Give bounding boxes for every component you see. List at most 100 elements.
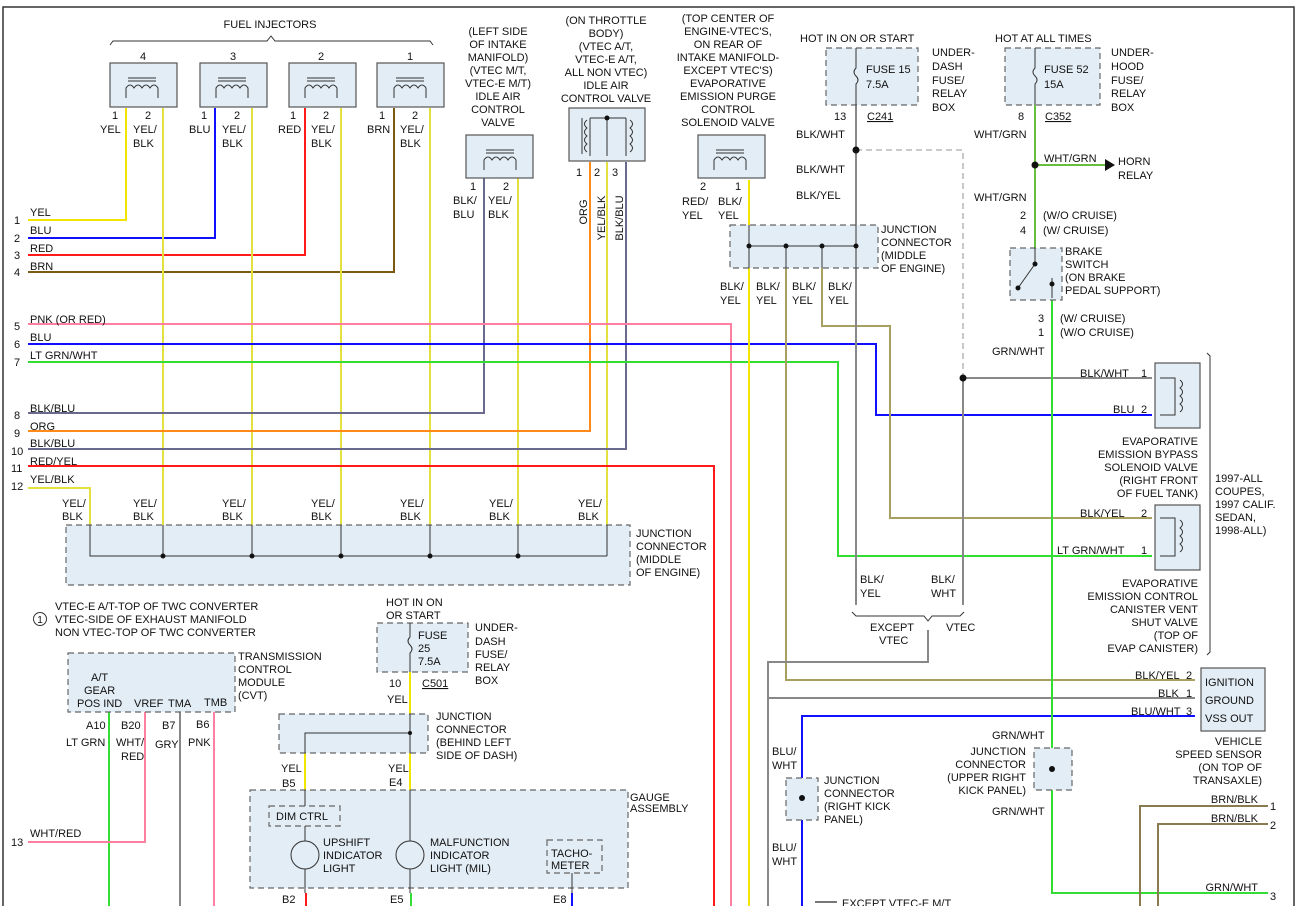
wire-8-blkblu xyxy=(28,178,485,414)
evap-purge-solenoid: (TOP CENTER OF ENGINE-VTEC'S, ON REAR OF… xyxy=(677,13,780,222)
pin-label: E8 xyxy=(553,894,566,906)
desc: (ON TOP OF xyxy=(1198,762,1262,774)
desc: PANEL) xyxy=(824,814,863,826)
desc: MALFUNCTION xyxy=(430,837,510,849)
terminal-label: TMA xyxy=(168,698,192,710)
wire-color-label: GRY xyxy=(155,739,179,751)
desc: EMISSION BYPASS xyxy=(1098,449,1198,461)
desc: FUSE/ xyxy=(475,649,508,661)
pin-label: B20 xyxy=(121,720,141,732)
wire-color-label: BLK xyxy=(489,511,510,523)
wire-number: 13 xyxy=(11,837,23,849)
wire-color-label: BLK/WHT xyxy=(796,129,845,141)
desc: VEHICLE xyxy=(1215,736,1262,748)
wire-color-label: LT GRN/WHT xyxy=(1057,545,1125,557)
desc: BOX xyxy=(932,102,956,114)
desc: SIDE OF DASH) xyxy=(436,750,517,762)
wire-color-label: YEL/ xyxy=(488,195,513,207)
injector-number: 2 xyxy=(318,51,324,63)
wire-name: WHT/RED xyxy=(30,828,81,840)
wire-color-label: RED/ xyxy=(682,196,709,208)
pin-label: 1 xyxy=(379,110,385,122)
desc: TACHO- xyxy=(551,848,593,860)
pin-label: B5 xyxy=(282,778,295,790)
coil-icon xyxy=(215,77,249,98)
wire-color-label: BLU/ xyxy=(772,746,797,758)
pin-label: 1 xyxy=(1141,368,1147,380)
wire-color-label: BLK xyxy=(311,138,332,150)
power-source-label: HOT AT ALL TIMES xyxy=(995,33,1092,45)
pin-label: 1 xyxy=(1270,801,1276,813)
desc: VALVE xyxy=(481,117,515,129)
desc: MODULE xyxy=(238,677,285,689)
pin-label: E4 xyxy=(389,777,402,789)
wire-name: BLU xyxy=(30,225,51,237)
wire-color-label: BLU xyxy=(1113,404,1134,416)
wire-6-blu xyxy=(28,343,1152,416)
pin-label: 4 xyxy=(1020,225,1026,237)
fuse-rating: 7.5A xyxy=(866,79,889,91)
wire-color-label: YEL/ xyxy=(311,498,336,510)
pin-label: 2 xyxy=(412,110,418,122)
wire-color-label: BLK/ xyxy=(718,196,743,208)
fuse-icon xyxy=(853,48,859,105)
wire-color-label: BLK xyxy=(222,511,243,523)
desc: CONNECTOR xyxy=(636,541,707,553)
wire-number: 8 xyxy=(14,410,20,422)
wire-color-label: WHT xyxy=(772,760,797,772)
location-note: 1 VTEC-E A/T-TOP OF TWC CONVERTER VTEC-S… xyxy=(33,601,258,639)
injector-1: 1 xyxy=(376,51,445,108)
wire-color-label: YEL xyxy=(682,210,703,222)
terminal-label: GROUND xyxy=(1205,695,1254,707)
wire-13-whtred xyxy=(28,712,146,843)
wire-name: BLK/BLU xyxy=(30,438,75,450)
wire-color-label: YEL/ xyxy=(578,498,603,510)
desc: RELAY xyxy=(932,88,968,100)
desc: SPEED SENSOR xyxy=(1175,749,1262,761)
wire-color-label: BLU xyxy=(189,124,210,136)
wire-color-label: BLK/BLU xyxy=(614,195,626,240)
mil-bulb-icon xyxy=(395,840,425,870)
note-symbol xyxy=(33,612,47,626)
pin-label: 3 xyxy=(1186,706,1192,718)
pin-label: 1 xyxy=(201,110,207,122)
desc: CONTROL xyxy=(701,104,755,116)
wire-color-label: BRN/BLK xyxy=(1211,813,1259,825)
desc: (W/O CRUISE) xyxy=(1060,327,1134,339)
wire-7-ltgrnwht xyxy=(28,361,1152,557)
wire-jc-786 xyxy=(785,268,1195,681)
wire-name: BLK/BLU xyxy=(30,403,75,415)
wire-except-vtec xyxy=(767,630,929,906)
desc: (RIGHT FRONT xyxy=(1119,475,1198,487)
desc: (ON BRAKE xyxy=(1065,272,1126,284)
connector-id: C241 xyxy=(867,111,893,123)
desc: BOX xyxy=(1111,102,1135,114)
wire-brnblk-1 xyxy=(1139,805,1268,906)
wire-color-label: BLK/YEL xyxy=(1135,670,1180,682)
fuse-icon xyxy=(1032,48,1038,105)
desc: (W/ CRUISE) xyxy=(1060,313,1125,325)
wire-color-label: GRN/WHT xyxy=(992,730,1045,742)
wire-color-label: WHT/GRN xyxy=(974,192,1027,204)
fuse-rating: 7.5A xyxy=(418,656,441,668)
power-source-label: HOT IN ON OR START xyxy=(800,33,915,45)
wire-color-label: BLU xyxy=(453,209,474,221)
wire-color-label: ORG xyxy=(578,199,590,224)
coil-icon xyxy=(125,77,159,98)
desc: RELAY xyxy=(1111,88,1147,100)
desc: (W/O CRUISE) xyxy=(1043,210,1117,222)
wire-color-label: YEL/ xyxy=(133,124,158,136)
pin-label: 1 xyxy=(290,110,296,122)
desc: (TOP CENTER OF xyxy=(682,13,775,25)
wire-color-label: YEL/ xyxy=(222,124,247,136)
wire-color-label: RED xyxy=(278,124,301,136)
desc: FUSE/ xyxy=(1111,75,1144,87)
injector-3: 3 xyxy=(199,51,268,108)
wire-color-label: BLU/WHT xyxy=(1131,706,1181,718)
splice-dot xyxy=(852,146,860,154)
wire-color-label: YEL xyxy=(718,210,739,222)
